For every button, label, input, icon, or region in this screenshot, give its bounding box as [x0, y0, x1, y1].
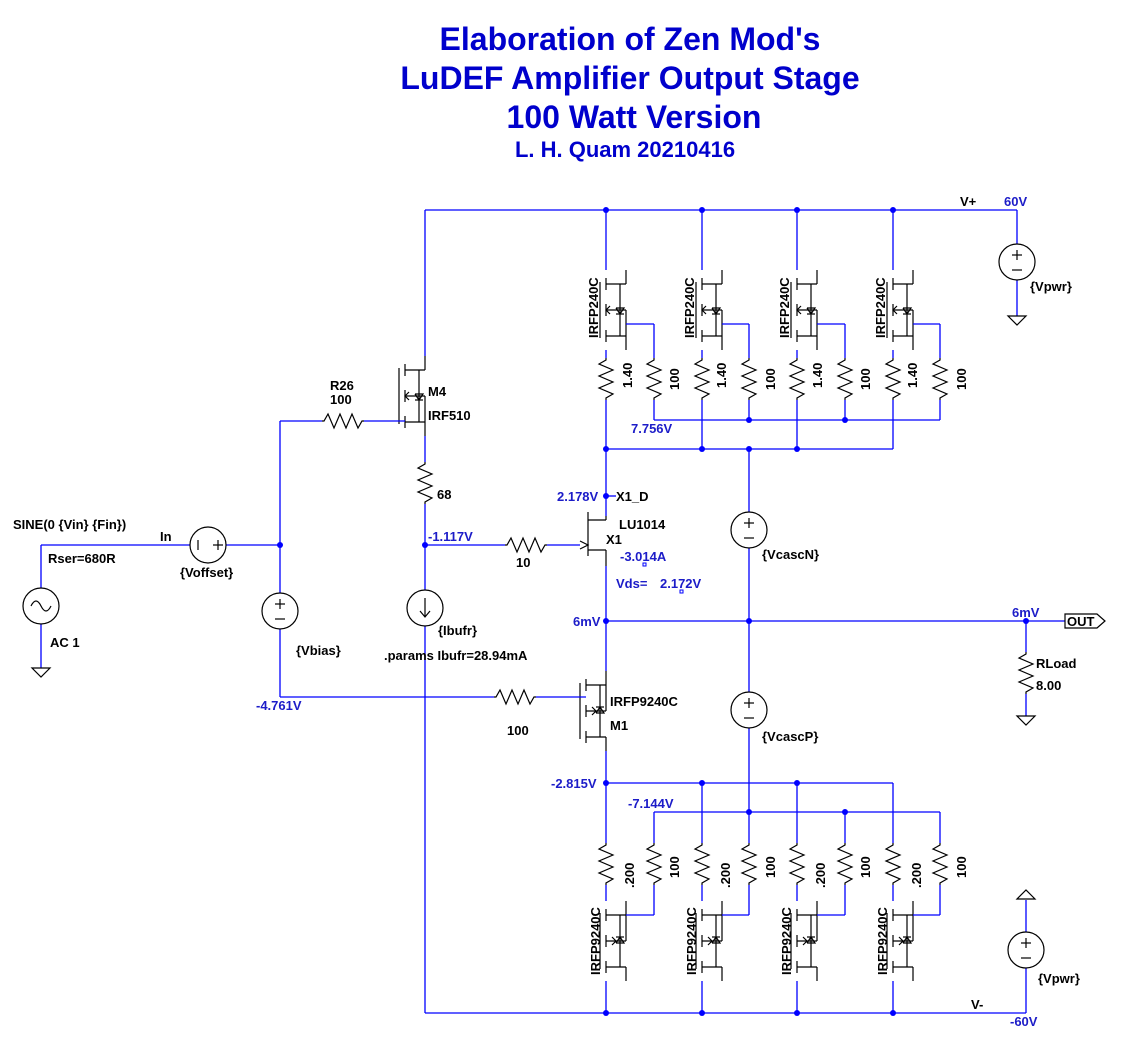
m1-pmos: [280, 621, 609, 786]
in-net-label: In: [160, 529, 172, 544]
x1-jfet-lu1014: [579, 449, 684, 621]
r100-m1-label: 100: [507, 723, 529, 738]
voffset-label: {Voffset}: [180, 565, 233, 580]
r-100-top-label-1: 100: [667, 368, 682, 390]
vbias-label: {Vbias}: [296, 643, 341, 658]
irfp240c-label-3: IRFP240C: [777, 277, 792, 338]
r-100-bot-label-3: 100: [858, 856, 873, 878]
node-m4761-label: -4.761V: [256, 698, 302, 713]
input-section: [22, 421, 283, 697]
m1-label: M1: [610, 718, 628, 733]
top-mosfet-bank: [598, 210, 948, 452]
irfp9240c-m1-label: IRFP9240C: [610, 694, 679, 709]
ground-symbol-load: [1016, 715, 1036, 726]
node-m7144-label: -7.144V: [628, 796, 674, 811]
rload-value-label: 8.00: [1036, 678, 1061, 693]
r10-label: 10: [516, 555, 530, 570]
irfp9240c-label-3: IRFP9240C: [779, 906, 794, 975]
r-100-top-label-3: 100: [858, 368, 873, 390]
vpwr-top-label: {Vpwr}: [1030, 279, 1072, 294]
sine-label: SINE(0 {Vin} {Fin}): [13, 517, 126, 532]
r-100-top-label-4: 100: [954, 368, 969, 390]
irfp240c-label-4: IRFP240C: [873, 277, 888, 338]
r-200-label-2: .200: [718, 863, 733, 888]
r-100-bot-label-4: 100: [954, 856, 969, 878]
node-6mv-mid-label: 6mV: [573, 614, 601, 629]
r-1.40-label-4: 1.40: [905, 363, 920, 388]
x1d-label: X1_D: [616, 489, 649, 504]
irfp240c-label-1: IRFP240C: [586, 277, 601, 338]
r-200-label-4: .200: [909, 863, 924, 888]
r-100-bot-label-2: 100: [763, 856, 778, 878]
irfp9240c-label-1: IRFP9240C: [588, 906, 603, 975]
r-100-top-label-2: 100: [763, 368, 778, 390]
r26-label: R26: [330, 378, 354, 393]
m4-buffer: [280, 210, 580, 1013]
rload-label: RLoad: [1036, 656, 1077, 671]
vpwr-bottom-label: {Vpwr}: [1038, 971, 1080, 986]
v60-label: 60V: [1004, 194, 1027, 209]
r-100-bot-label-1: 100: [667, 856, 682, 878]
vbias-source: [261, 592, 299, 630]
irf510-label: IRF510: [428, 408, 471, 423]
node-m2815-label: -2.815V: [551, 776, 597, 791]
vcascn-source: [730, 511, 768, 549]
vcascp-label: {VcascP}: [762, 729, 818, 744]
r-1.40-label-3: 1.40: [810, 363, 825, 388]
ground-symbol-top: [1007, 315, 1027, 326]
ac1-label: AC 1: [50, 635, 80, 650]
node-7756-label: 7.756V: [631, 421, 673, 436]
params-label: .params Ibufr=28.94mA: [384, 648, 528, 663]
node-6mv-out-label: 6mV: [1012, 605, 1040, 620]
r-200-label-3: .200: [813, 863, 828, 888]
vcascn-label: {VcascN}: [762, 547, 819, 562]
node-2178-label: 2.178V: [557, 489, 599, 504]
vcascp-source: [730, 691, 768, 729]
node-m1117-label: -1.117V: [428, 529, 473, 544]
negative-rail: [425, 889, 1037, 1016]
output-node: [603, 613, 1106, 716]
vm60-label: -60V: [1010, 1014, 1038, 1029]
vds-label: Vds=: [616, 576, 648, 591]
ibufr-label: {Ibufr}: [438, 623, 477, 638]
title-line1: Elaboration of Zen Mod's: [440, 21, 821, 57]
r-200-label-1: .200: [622, 863, 637, 888]
irfp9240c-label-2: IRFP9240C: [684, 906, 699, 975]
cascode-sources: [746, 449, 752, 812]
m4-label: M4: [428, 384, 447, 399]
positive-rail: [425, 207, 1018, 316]
r-1.40-label-1: 1.40: [620, 363, 635, 388]
vds-value-label: 2.172V: [660, 576, 702, 591]
vpwr-top-source: [998, 243, 1036, 281]
r68-label: 68: [437, 487, 451, 502]
title-line2: LuDEF Amplifier Output Stage: [400, 60, 859, 96]
rser-label: Rser=680R: [48, 551, 116, 566]
title-line3: 100 Watt Version: [507, 99, 762, 135]
title-author: L. H. Quam 20210416: [515, 137, 735, 162]
r26-value-label: 100: [330, 392, 352, 407]
irfp240c-label-2: IRFP240C: [682, 277, 697, 338]
r-1.40-label-2: 1.40: [714, 363, 729, 388]
ground-symbol-input: [31, 667, 51, 678]
lu1014-label: LU1014: [619, 517, 666, 532]
x1-label: X1: [606, 532, 622, 547]
irfp9240c-label-4: IRFP9240C: [875, 906, 890, 975]
x1-current-label: -3.014A: [620, 549, 667, 564]
ibufr-current-source: [406, 589, 444, 627]
vminus-label: V-: [971, 997, 983, 1012]
bottom-mosfet-bank: [598, 780, 948, 1013]
out-port-label: OUT: [1067, 614, 1095, 629]
vplus-label: V+: [960, 194, 977, 209]
vpwr-bottom-source: [1007, 931, 1045, 969]
